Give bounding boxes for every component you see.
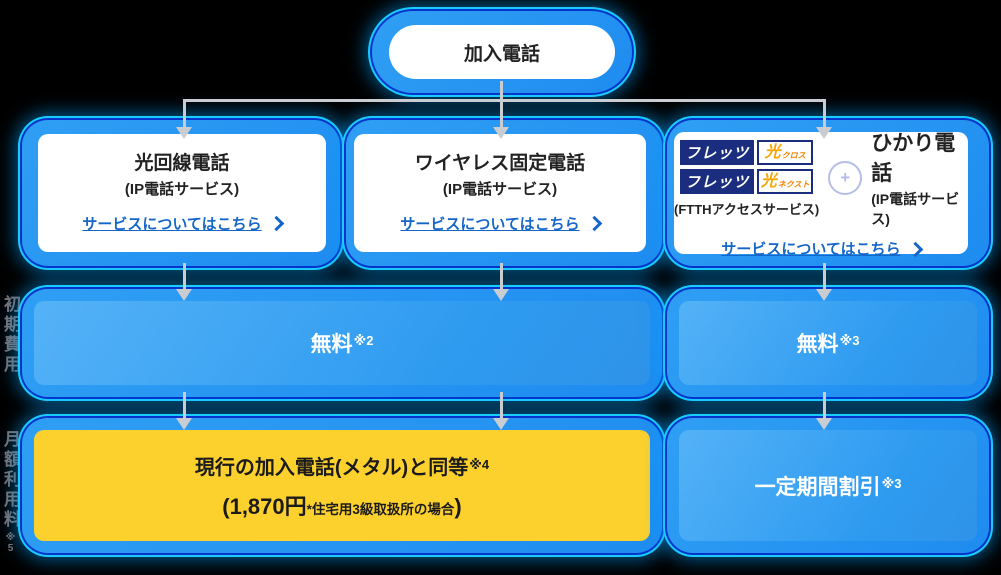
row-label-initial-cost: 初期費用: [1, 295, 20, 375]
service-details-link-label: サービスについてはこちら: [721, 241, 901, 258]
row-label-monthly-fee: 月額利用料※5: [1, 430, 20, 554]
price-value: 1,870円: [229, 493, 307, 519]
service-subtitle: (IP電話サービス): [871, 191, 960, 227]
service-details-link[interactable]: サービスについてはこちら: [82, 213, 284, 234]
arrow-down-icon: [816, 101, 832, 139]
hikari-mark: 光 ネクスト: [757, 169, 814, 194]
monthly-fee-line1: 現行の加入電話(メタル)と同等※4: [194, 456, 490, 479]
hikari-denwa-top-row: フレッツ 光 クロス フレッツ 光 ネクスト (FTTHアクセスサービス) +: [674, 127, 968, 229]
service-details-link[interactable]: サービスについてはこちら: [721, 238, 923, 259]
service-title: ワイヤレス固定電話: [414, 153, 586, 175]
chevron-right-icon: [586, 216, 602, 232]
flets-hikari-next-logo: フレッツ 光 ネクスト: [680, 169, 814, 194]
hikari-mark: 光 クロス: [757, 140, 814, 165]
service-title: ひかり電話: [871, 132, 956, 185]
connector-stub: [500, 81, 503, 102]
footnote-marker: ※3: [881, 475, 902, 491]
monthly-fee-left-bar: 現行の加入電話(メタル)と同等※4 ( 1,870円 *住宅用3級取扱所の場合 …: [34, 430, 650, 541]
chevron-right-icon: [268, 216, 284, 232]
arrow-down-icon: [176, 101, 192, 139]
footnote-marker: ※2: [353, 333, 374, 348]
initial-cost-left-text: 無料※2: [310, 333, 374, 356]
arrow-down-icon: [493, 101, 509, 139]
initial-cost-right-text: 無料※3: [796, 333, 860, 356]
arrow-down-icon: [493, 392, 509, 430]
monthly-fee-right-text: 一定期間割引※3: [754, 475, 902, 499]
service-details-link[interactable]: サービスについてはこちら: [400, 213, 602, 234]
service-details-link-label: サービスについてはこちら: [400, 215, 580, 233]
root-node: 加入電話: [389, 25, 615, 79]
footnote-marker: ※3: [839, 333, 860, 348]
service-details-link-label: サービスについてはこちら: [82, 215, 262, 233]
flets-logos: フレッツ 光 クロス フレッツ 光 ネクスト (FTTHアクセスサービス): [674, 138, 819, 218]
flets-brand-label: フレッツ: [680, 169, 755, 194]
service-subtitle: (IP電話サービス): [124, 180, 240, 198]
arrow-down-icon: [176, 263, 192, 301]
arrow-down-icon: [816, 392, 832, 430]
initial-cost-right-bar: 無料※3: [679, 301, 977, 385]
price-qualifier: *住宅用3級取扱所の場合: [306, 501, 455, 517]
service-box-hikari-denwa: フレッツ 光 クロス フレッツ 光 ネクスト (FTTHアクセスサービス) +: [674, 132, 968, 258]
monthly-fee-line2: ( 1,870円 *住宅用3級取扱所の場合 ): [222, 489, 461, 521]
service-box-hikari-kaisen: 光回線電話 (IP電話サービス) サービスについてはこちら: [38, 134, 326, 252]
root-node-label: 加入電話: [463, 43, 540, 65]
service-title: 光回線電話: [134, 153, 230, 175]
root-node-panel: 加入電話: [372, 11, 632, 93]
hikari-denwa-title-group: ひかり電話 (IP電話サービス): [871, 127, 968, 229]
flets-hikari-cross-logo: フレッツ 光 クロス: [680, 140, 814, 165]
arrow-down-icon: [176, 392, 192, 430]
chevron-right-icon: [907, 241, 923, 257]
arrow-down-icon: [493, 263, 509, 301]
service-box-wireless: ワイヤレス固定電話 (IP電話サービス) サービスについてはこちら: [354, 134, 646, 252]
ftth-caption: (FTTHアクセスサービス): [674, 202, 820, 217]
plus-icon: +: [828, 161, 863, 195]
arrow-down-icon: [816, 263, 832, 301]
footnote-marker: ※4: [469, 456, 490, 472]
service-subtitle: (IP電話サービス): [442, 180, 558, 198]
footnote-marker: ※5: [5, 532, 16, 554]
connector-horizontal: [183, 99, 826, 102]
monthly-fee-right-bar: 一定期間割引※3: [679, 430, 977, 541]
initial-cost-left-bar: 無料※2: [34, 301, 650, 385]
flets-brand-label: フレッツ: [680, 140, 755, 165]
